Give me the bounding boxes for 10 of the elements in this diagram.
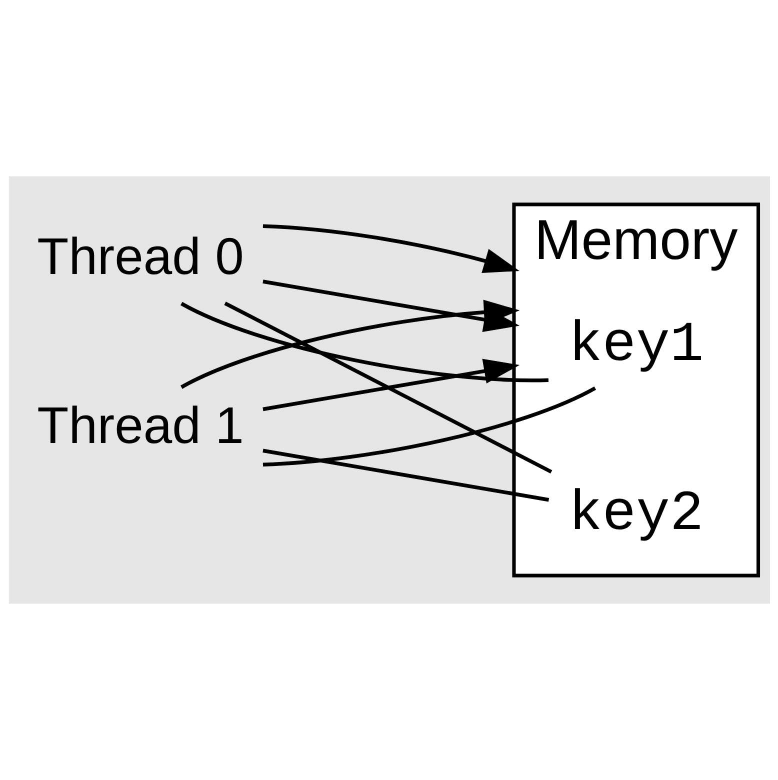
node-text: Thread 0 (36, 226, 244, 285)
connector (224, 302, 552, 474)
node-text: key2 (568, 482, 704, 546)
arrow (262, 358, 520, 412)
connector (262, 448, 549, 502)
node-text: key1 (568, 312, 704, 377)
node-text: Thread 1 (36, 396, 244, 454)
arrow (262, 224, 519, 273)
connector (262, 386, 596, 467)
connector (180, 302, 548, 382)
